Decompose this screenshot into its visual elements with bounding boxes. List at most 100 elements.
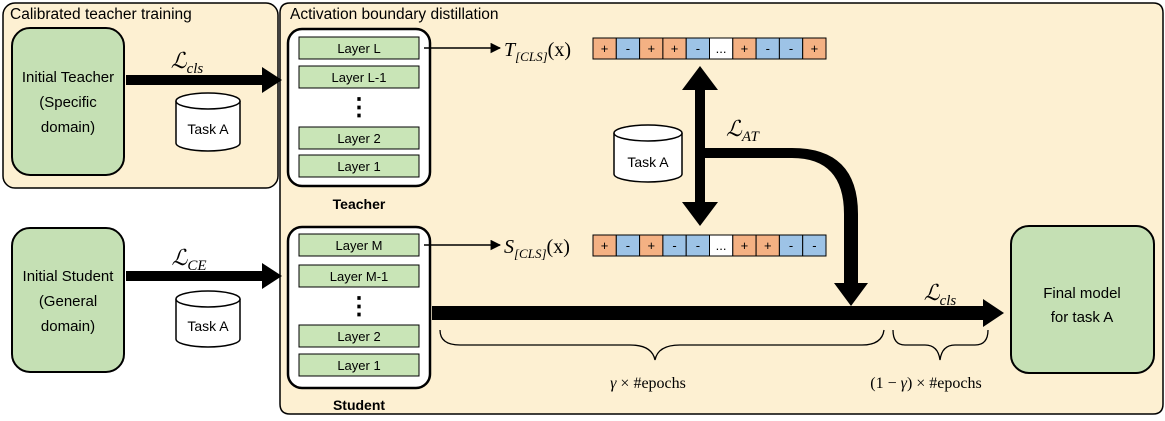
teacher-sign-label: + <box>601 41 609 56</box>
at-double-arrow <box>682 66 718 226</box>
student-sign-label: ... <box>716 238 727 253</box>
teacher-layer-label: Layer 2 <box>337 131 380 146</box>
loss-student-ce-sub: CE <box>187 258 206 274</box>
student-sign-label: - <box>696 238 700 253</box>
teacher-layer-label: Layer L-1 <box>332 70 387 85</box>
student-layer-4: Layer 1 <box>298 353 420 377</box>
schedule-phase1-rest: × #epochs <box>616 375 685 392</box>
loss-student-ce: ℒCE <box>171 245 206 274</box>
student-output-subscript: [CLS] <box>514 246 547 261</box>
student-layer-1: Layer M <box>298 233 420 257</box>
student-sign-cell: - <box>662 234 687 257</box>
teacher-output-subscript: [CLS] <box>515 49 548 64</box>
student-sign-label: - <box>789 238 793 253</box>
student-sign-cell: - <box>615 234 641 257</box>
teacher-sign-cell: + <box>662 37 687 60</box>
teacher-output-arg: (x) <box>548 39 571 61</box>
student-vdots: ⋮ <box>347 293 371 320</box>
teacher-sign-label: - <box>766 41 770 56</box>
student-layer-label: Layer M-1 <box>330 269 389 284</box>
teacher-sign-cell: + <box>802 37 827 60</box>
loss-at-symbol: ℒ <box>726 116 743 141</box>
loss-teacher-cls-sub: cls <box>187 61 204 77</box>
final-model-box <box>1010 225 1155 374</box>
student-sign-cell: - <box>778 234 804 257</box>
brace-phase1 <box>439 329 885 361</box>
initial-student-line2: (General <box>39 293 97 310</box>
teacher-sign-cell: - <box>755 37 780 60</box>
teacher-layer-4: Layer 1 <box>298 154 420 178</box>
schedule-phase2-rest: ) × #epochs <box>907 375 982 392</box>
final-model-line1: Final model <box>1043 285 1121 302</box>
main-training-arrow <box>432 299 1004 327</box>
brace-phase2 <box>892 329 989 361</box>
teacher-sign-cell: + <box>592 37 617 60</box>
student-sign-label: - <box>672 238 676 253</box>
task-a-label-bottom: Task A <box>187 318 229 334</box>
student-sign-label: + <box>764 238 772 253</box>
initial-student-box <box>11 227 125 373</box>
teacher-vdots: ⋮ <box>347 94 371 121</box>
student-sign-label: + <box>601 238 609 253</box>
teacher-train-arrow <box>126 67 282 93</box>
student-sign-vector: +-+--...++-- <box>592 234 827 257</box>
student-layer-label: Layer 2 <box>337 329 380 344</box>
teacher-sign-label: - <box>626 41 630 56</box>
teacher-sign-label: + <box>671 41 679 56</box>
student-layer-label: Layer 1 <box>337 358 380 373</box>
loss-at-sub: AT <box>741 129 761 145</box>
final-model-line2: for task A <box>1051 309 1114 326</box>
student-output-label: S[CLS](x) <box>504 236 570 261</box>
teacher-output-label: T[CLS](x) <box>504 39 571 64</box>
schedule-phase2-gamma: γ <box>901 375 908 392</box>
student-sign-cell: + <box>732 234 757 257</box>
teacher-caption: Teacher <box>333 196 386 212</box>
schedule-phase1: γ × #epochs <box>610 375 686 392</box>
distillation-panel-title: Activation boundary distillation <box>290 6 499 23</box>
loss-student-ce-symbol: ℒ <box>171 245 188 270</box>
teacher-sign-label: - <box>696 41 700 56</box>
loss-teacher-cls: ℒcls <box>171 48 204 77</box>
schedule-phase1-gamma: γ <box>610 375 617 392</box>
teacher-output-symbol: T <box>504 39 517 61</box>
teacher-sign-cell: ... <box>709 37 734 60</box>
student-sign-label: - <box>812 238 816 253</box>
student-sign-cell: + <box>639 234 664 257</box>
loss-teacher-cls-symbol: ℒ <box>171 48 188 73</box>
initial-teacher-line2: (Specific <box>39 94 97 111</box>
initial-teacher-box <box>11 27 125 176</box>
teacher-layer-2: Layer L-1 <box>298 65 420 89</box>
student-caption: Student <box>333 397 385 413</box>
task-a-cylinder-middle: Task A <box>613 124 683 183</box>
student-output-arg: (x) <box>547 236 570 258</box>
at-curved-arrow <box>705 148 868 306</box>
initial-student-line3: domain) <box>41 318 95 335</box>
teacher-sign-label: + <box>741 41 749 56</box>
teacher-sign-cell: - <box>778 37 804 60</box>
teacher-sign-vector: +-++-...+--+ <box>592 37 827 60</box>
teacher-sign-cell: - <box>685 37 711 60</box>
student-layer-label: Layer M <box>336 238 383 253</box>
task-a-label-middle: Task A <box>627 154 669 170</box>
teacher-sign-cell: - <box>615 37 641 60</box>
loss-final-cls-symbol: ℒ <box>924 280 941 305</box>
teacher-layer-label: Layer L <box>337 41 380 56</box>
teacher-layer-label: Layer 1 <box>337 159 380 174</box>
teacher-sign-label: - <box>789 41 793 56</box>
teacher-sign-cell: + <box>639 37 664 60</box>
task-a-cylinder-bottom: Task A <box>175 290 241 348</box>
student-layer-3: Layer 2 <box>298 324 420 348</box>
student-sign-label: + <box>741 238 749 253</box>
initial-teacher-line3: domain) <box>41 119 95 136</box>
student-output-symbol: S <box>504 236 514 258</box>
initial-student-line1: Initial Student <box>23 268 115 285</box>
student-sign-cell: ... <box>709 234 734 257</box>
student-train-arrow <box>126 263 282 289</box>
schedule-phase2: (1 − γ) × #epochs <box>870 375 981 392</box>
loss-final-cls-sub: cls <box>940 293 957 309</box>
student-sign-cell: + <box>592 234 617 257</box>
task-a-label-top: Task A <box>187 121 229 137</box>
student-sign-label: - <box>626 238 630 253</box>
